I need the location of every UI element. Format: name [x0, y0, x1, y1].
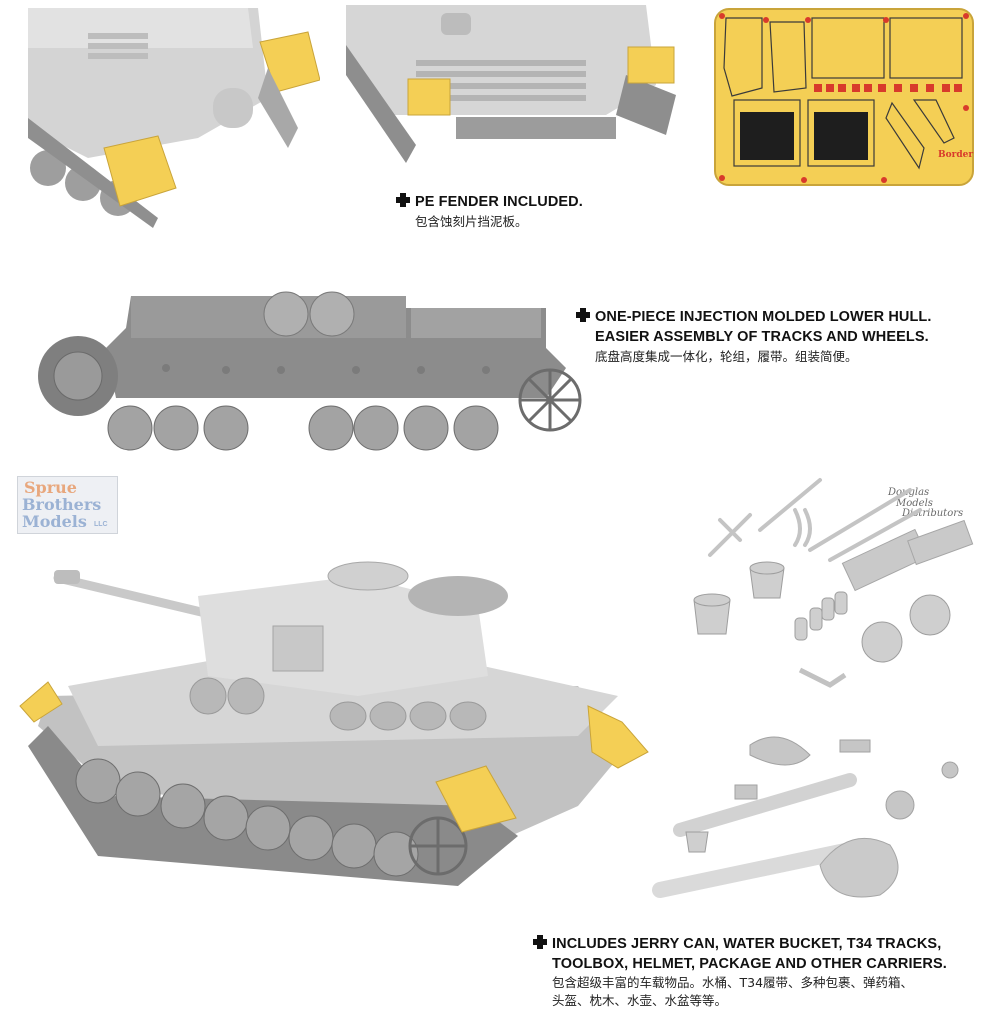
- plus-cross-icon: [533, 935, 547, 949]
- pe-sheet-logo: Border: [938, 150, 974, 160]
- feature-description-cn: 包含蚀刻片挡泥板。: [415, 214, 528, 229]
- pe-fret-sheet: Border: [714, 8, 974, 186]
- photo-accessories: [650, 470, 980, 910]
- photo-rear-hull-fenders: [28, 8, 320, 230]
- feature-title-line2: TOOLBOX, HELMET, PACKAGE AND OTHER CARRI…: [552, 956, 947, 972]
- feature-description-cn-line2: 头盔、枕木、水壶、水盆等等。: [552, 993, 728, 1008]
- logo-line-models: Models: [22, 512, 87, 531]
- feature-pe-fender: PE FENDER INCLUDED. 包含蚀刻片挡泥板。: [396, 192, 583, 232]
- feature-title-line2: EASIER ASSEMBLY OF TRACKS AND WHEELS.: [595, 329, 929, 345]
- feature-title-line1: INCLUDES JERRY CAN, WATER BUCKET, T34 TR…: [552, 936, 942, 952]
- logo-line-models: Models: [896, 498, 933, 509]
- feature-carriers: INCLUDES JERRY CAN, WATER BUCKET, T34 TR…: [533, 934, 947, 1010]
- photo-tank-full: [18, 556, 658, 896]
- feature-description-cn-line1: 包含超级丰富的车载物品。水桶、T34履带、多种包裹、弹药箱、: [552, 975, 914, 990]
- photo-lower-hull-side: [26, 288, 586, 454]
- feature-title-line1: ONE-PIECE INJECTION MOLDED LOWER HULL.: [595, 309, 932, 325]
- douglas-models-logo: Douglas Models Distributors: [882, 486, 982, 522]
- plus-cross-icon: [576, 308, 590, 322]
- logo-suffix: LLC: [94, 521, 108, 528]
- logo-line-distributors: Distributors: [902, 508, 964, 519]
- plus-cross-icon: [396, 193, 410, 207]
- feature-description-cn: 底盘高度集成一体化，轮组，履带。组装简便。: [595, 349, 858, 364]
- sprue-brothers-logo: Sprue Brothers Models LLC: [17, 476, 118, 534]
- feature-lower-hull: ONE-PIECE INJECTION MOLDED LOWER HULL. E…: [576, 307, 932, 367]
- logo-line-sprue: Sprue: [24, 478, 77, 497]
- logo-line-brothers: Brothers: [22, 495, 102, 514]
- feature-title: PE FENDER INCLUDED.: [415, 194, 583, 210]
- photo-rear-hull-detail: [346, 5, 680, 163]
